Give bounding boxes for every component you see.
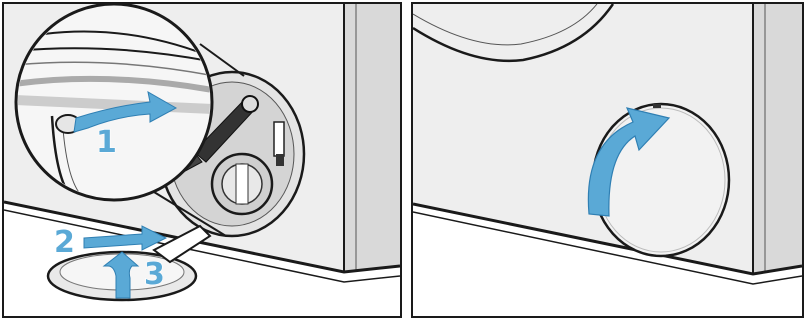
machine-side (344, 4, 400, 272)
step-number-1: 1 (96, 125, 117, 160)
illustration-remove-flap: 1 2 3 (4, 4, 400, 316)
machine-side (753, 4, 802, 274)
illustration-close-flap (413, 4, 802, 316)
step-number-3: 3 (144, 257, 165, 292)
step-number-2: 2 (54, 225, 75, 260)
panel-remove-flap: 1 2 3 (2, 2, 402, 318)
panel-close-flap (411, 2, 804, 318)
